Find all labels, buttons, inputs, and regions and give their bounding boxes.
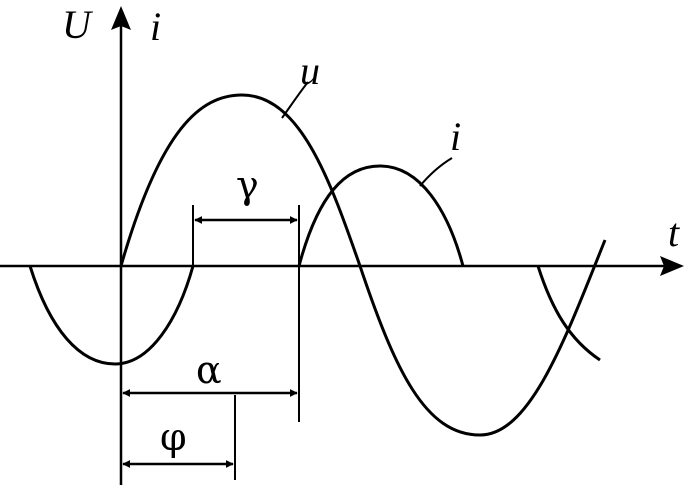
y-axis-label-i: i	[150, 4, 161, 49]
t-axis-arrow-icon	[660, 256, 684, 276]
curve-label-i: i	[450, 114, 461, 159]
i-label-leader	[419, 157, 453, 187]
phi-label: φ	[160, 415, 187, 459]
alpha-label: α	[196, 348, 222, 392]
vertical-axis-arrow-icon	[111, 6, 131, 30]
u-label-leader	[281, 81, 309, 119]
current-curve-i-middle	[297, 164, 465, 267]
voltage-curve-u	[119, 93, 607, 437]
gamma-label: γ	[236, 163, 259, 207]
curve-label-u: u	[300, 48, 320, 93]
y-axis-label-u: U	[62, 2, 94, 47]
current-curve-i-right	[536, 265, 601, 362]
x-axis-label-t: t	[668, 210, 680, 255]
current-curve-i-left	[28, 265, 195, 366]
